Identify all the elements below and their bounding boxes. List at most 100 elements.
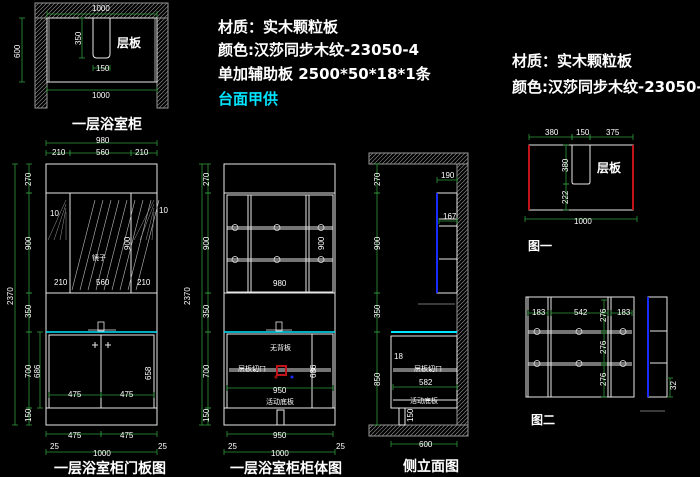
hatch-line — [456, 412, 469, 425]
hatch-line — [456, 324, 469, 337]
hatch-line — [461, 429, 469, 437]
shelf-pin-hole — [273, 224, 281, 231]
mirror-glass-hatch — [87, 199, 112, 291]
hatch-line — [456, 180, 469, 193]
hatch-line — [456, 244, 469, 257]
hatch-line — [156, 58, 169, 71]
hatch-line — [456, 272, 469, 285]
mirror-glass-hatch — [71, 199, 96, 291]
shelf-pin-hole — [317, 256, 325, 263]
hatch-line — [156, 62, 169, 75]
hatch-line — [453, 152, 466, 165]
hatch-line — [36, 97, 48, 109]
dim-label: 150 — [202, 408, 211, 422]
hatch-line — [456, 408, 469, 421]
dim-label: 350 — [24, 304, 33, 318]
hatch-line — [393, 152, 406, 165]
hatch-line — [393, 424, 406, 437]
hatch-line — [156, 54, 169, 67]
dim-label: 475 — [68, 390, 82, 399]
hatch-line — [441, 424, 454, 437]
dim-label: 542 — [574, 308, 588, 317]
mirror-glass-hatch — [135, 199, 160, 291]
hatch-line — [34, 77, 48, 91]
hatch-line — [156, 30, 169, 43]
shelf-pin-hole — [533, 360, 541, 367]
hatch-line — [156, 22, 169, 35]
hatch-line — [401, 424, 414, 437]
hatch-line — [156, 50, 169, 63]
hatch-line — [156, 46, 169, 59]
hatch-line — [127, 2, 144, 19]
hatch-line — [156, 18, 169, 31]
hatch-line — [156, 74, 169, 87]
hatch-line — [34, 61, 48, 75]
hatch-line — [166, 106, 169, 109]
dim-label: 25 — [158, 442, 167, 451]
dim-label: 380 — [561, 158, 570, 172]
hatch-line — [456, 384, 469, 397]
hatch-line — [34, 73, 48, 87]
hatch-line — [156, 38, 169, 51]
hatch-line — [456, 184, 469, 197]
hatch-line — [456, 328, 469, 341]
hatch-line — [47, 2, 64, 19]
note-material: 材质：实木颗粒板 — [218, 18, 339, 36]
hatch-line — [34, 2, 44, 12]
hatch-line — [159, 9, 169, 19]
hatch-line — [51, 2, 68, 19]
dim-label: 2370 — [6, 287, 15, 305]
hatch-line — [111, 2, 128, 19]
hatch-line — [67, 2, 84, 19]
figure-1-title: 图一 — [528, 239, 552, 253]
hatch-line — [456, 232, 469, 245]
hatch-line — [456, 276, 469, 289]
dim-label: 150 — [406, 408, 415, 422]
hatch-line — [456, 216, 469, 229]
mirror-glass-hatch — [133, 199, 155, 241]
dim-label: 276 — [599, 340, 608, 354]
hatched-wall — [368, 152, 469, 165]
hatch-line — [131, 2, 148, 19]
hatch-line — [34, 29, 48, 43]
hatch-line — [449, 152, 462, 165]
dim-label: 276 — [599, 308, 608, 322]
hatch-line — [409, 152, 422, 165]
hatch-line — [445, 152, 458, 165]
dim-label: 210 — [135, 148, 149, 157]
hatch-line — [79, 2, 96, 19]
mirror-glass-hatch — [103, 199, 128, 291]
hatch-line — [456, 360, 469, 373]
movable-bottom-label: 活动底板 — [410, 396, 438, 405]
hatch-line — [59, 2, 76, 19]
hatch-line — [34, 85, 48, 99]
hatch-line — [433, 152, 446, 165]
door-view: 980 210 560 210 10 10 900 镜子 210 560 210… — [6, 136, 168, 477]
cutout — [92, 18, 111, 59]
mirror-glass-hatch — [111, 199, 136, 291]
dim-label: 600 — [13, 44, 22, 58]
drawing-geometry — [12, 2, 673, 455]
hatch-line — [83, 2, 100, 19]
cad-rect — [647, 296, 668, 398]
dim-label: 150 — [24, 408, 33, 422]
faucet — [275, 321, 283, 332]
shelf-label: 层板 — [117, 35, 142, 50]
hatch-line — [147, 2, 164, 19]
dim-label: 190 — [441, 171, 455, 180]
hatch-line — [34, 25, 48, 39]
hatch-line — [34, 37, 48, 51]
dim-label: 270 — [24, 172, 33, 186]
hatch-line — [91, 2, 108, 19]
hatch-line — [456, 356, 469, 369]
hatch-line — [87, 2, 104, 19]
dim-label: 1000 — [574, 217, 592, 226]
dim-label: 276 — [599, 372, 608, 386]
hatch-line — [158, 98, 169, 109]
door-view-title: 一层浴室柜门板图 — [54, 460, 166, 477]
mirror-glass-hatch — [79, 199, 104, 291]
shelf-pin-hole — [575, 328, 583, 335]
hatch-line — [456, 320, 469, 333]
hatch-line — [103, 2, 120, 19]
hatch-line — [75, 2, 92, 19]
